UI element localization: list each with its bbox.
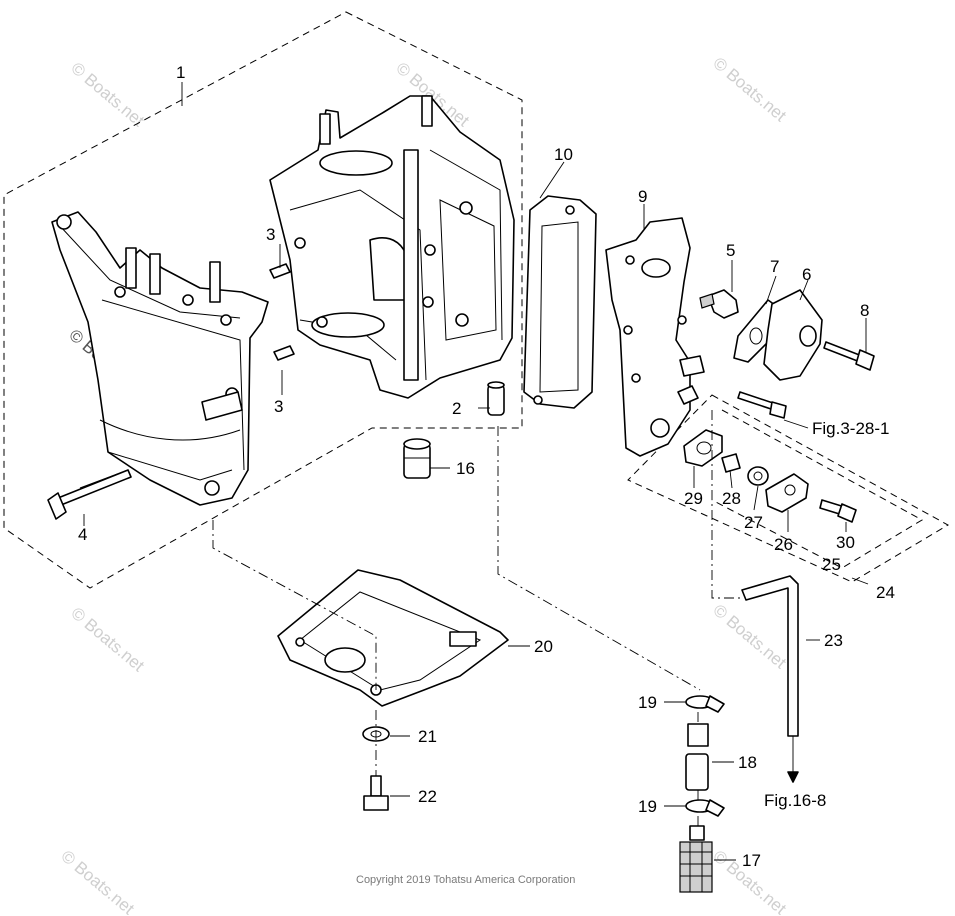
plate-26 — [765, 473, 809, 513]
cylinder-block — [269, 95, 515, 399]
watermark: © Boats.net — [709, 54, 790, 126]
strainer-17 — [679, 825, 713, 893]
callout-3-upper: 3 — [266, 225, 275, 244]
dowel-pin-lower — [273, 345, 295, 361]
dowel-pin-upper — [269, 263, 291, 279]
bolt-30 — [819, 499, 857, 523]
callout-16: 16 — [456, 459, 475, 478]
exhaust-gasket — [523, 195, 597, 409]
fitting-16 — [403, 438, 431, 479]
washer-27 — [747, 466, 769, 486]
callout-22: 22 — [418, 787, 437, 806]
crankcase-left-half — [51, 211, 269, 506]
callout-23: 23 — [824, 631, 843, 650]
callout-3-lower: 3 — [274, 397, 283, 416]
callout-20: 20 — [534, 637, 553, 656]
bolt-22 — [363, 775, 389, 811]
callout-6: 6 — [802, 265, 811, 284]
callout-29: 29 — [684, 489, 703, 508]
long-bolt — [47, 469, 132, 520]
callout-4: 4 — [78, 525, 87, 544]
callout-17: 17 — [742, 851, 761, 870]
alignment-line-hose — [711, 410, 742, 599]
callout-19-upper: 19 — [638, 693, 657, 712]
callout-19-lower: 19 — [638, 797, 657, 816]
bolt-fig-3-28-1 — [737, 391, 787, 419]
screw-28 — [721, 453, 741, 473]
callout-30: 30 — [836, 533, 855, 552]
callout-9: 9 — [638, 187, 647, 206]
watermark: © Boats.net — [67, 59, 148, 131]
callout-2: 2 — [452, 399, 461, 418]
callout-25: 25 — [822, 555, 841, 574]
watermark: © Boats.net — [709, 601, 790, 673]
assembly-outline-25 — [711, 409, 924, 569]
hose-clip-lower — [685, 799, 725, 817]
callout-26: 26 — [774, 535, 793, 554]
reference-fig-3-28-1: Fig.3-28-1 — [812, 419, 889, 438]
hose-18 — [685, 723, 709, 791]
hose-clip-upper — [685, 695, 725, 713]
base-gasket — [277, 569, 509, 707]
callout-24: 24 — [876, 583, 895, 602]
thermostat-cover — [763, 289, 823, 381]
copyright-notice: Copyright 2019 Tohatsu America Corporati… — [356, 874, 575, 886]
callout-18: 18 — [738, 753, 757, 772]
alignment-line-bolt-to-gasket — [212, 520, 377, 690]
callout-1: 1 — [176, 63, 185, 82]
reference-fig-16-8: Fig.16-8 — [764, 791, 826, 810]
assembly-outline-1 — [3, 11, 523, 589]
leader-lines — [83, 82, 869, 861]
nipple-5 — [699, 289, 739, 319]
figure-references: Fig.3-28-1 Fig.16-8 — [764, 419, 889, 810]
callouts: 1 3 3 2 4 16 10 9 5 7 6 8 29 28 27 30 26… — [78, 63, 895, 870]
callout-21: 21 — [418, 727, 437, 746]
exhaust-cover — [605, 217, 705, 457]
callout-28: 28 — [722, 489, 741, 508]
watermark: © Boats.net — [57, 847, 138, 916]
callout-27: 27 — [744, 513, 763, 532]
pipe-fitting — [487, 381, 505, 416]
bolt-8 — [823, 341, 875, 371]
callout-10: 10 — [554, 145, 573, 164]
callout-8: 8 — [860, 301, 869, 320]
callout-7: 7 — [770, 257, 779, 276]
watermark: © Boats.net — [67, 604, 148, 676]
callout-5: 5 — [726, 241, 735, 260]
gasket-29 — [683, 429, 723, 467]
alignment-line-fitting-to-clip — [497, 426, 701, 691]
